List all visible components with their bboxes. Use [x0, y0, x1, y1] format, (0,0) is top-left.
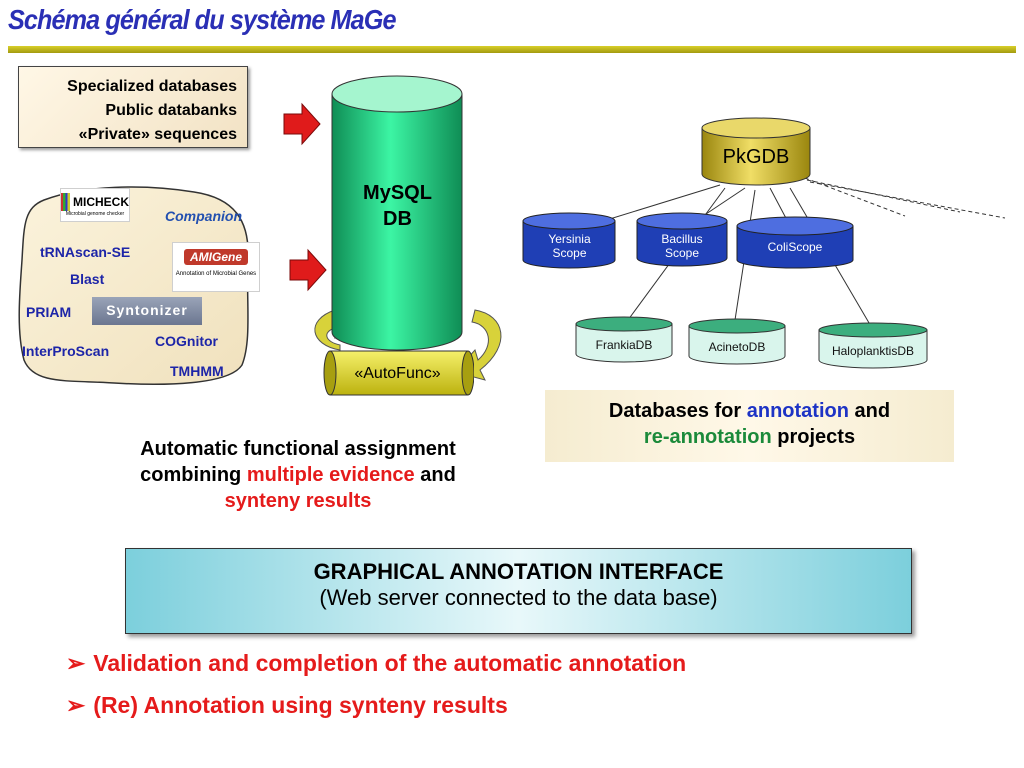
tool-priam: PRIAM: [26, 304, 72, 320]
bullet-validation: ➢Validation and completion of the automa…: [66, 650, 687, 676]
sources-box: Specialized databases Public databanks «…: [18, 66, 248, 148]
link-bacillus: [699, 187, 746, 219]
amigene-logo: AMIGene Annotation of Microbial Genes: [172, 242, 260, 292]
page-title: Schéma général du système MaGe: [8, 4, 396, 35]
yersinia-scope-label: Yersinia Scope: [548, 232, 591, 260]
caption-automatic-assignment: Automatic functional assignment combinin…: [140, 438, 456, 512]
link-dashed-1: [804, 177, 906, 217]
interface-title: GRAPHICAL ANNOTATION INTERFACE: [313, 559, 724, 584]
pkgdb-cylinder: [701, 117, 811, 186]
red-arrow-bottom-icon: [289, 248, 327, 292]
micheck-logo: MICHECK Microbial genome checker: [60, 188, 130, 222]
source-specialized-databases: Specialized databases: [67, 78, 237, 95]
link-yersinia: [599, 184, 721, 223]
yersinia-scope-cylinder: [522, 212, 616, 269]
source-public-databanks: Public databanks: [105, 102, 237, 119]
title-underline: [8, 46, 1016, 53]
bullet-reannotation: ➢(Re) Annotation using synteny results: [66, 692, 508, 718]
autofunc-label: «AutoFunc»: [354, 365, 441, 382]
coliscope-cylinder: [736, 216, 854, 269]
frankiadb-cylinder: [575, 316, 673, 363]
companion-logo: Companion: [165, 208, 242, 224]
tool-blast: Blast: [70, 271, 105, 287]
haloplanktisdb-label: HaloplanktisDB: [831, 344, 915, 358]
bacillus-scope-label: Bacillus Scope: [661, 232, 703, 260]
frankiadb-label: FrankiaDB: [595, 338, 653, 352]
tool-interproscan: InterProScan: [22, 343, 110, 359]
haloplanktisdb-cylinder: [818, 322, 928, 369]
mysql-db-label: MySQL DB: [363, 182, 432, 230]
tool-tmhmm: TMHMM: [170, 363, 224, 379]
tools-cloud: [18, 186, 249, 386]
pkgdb-label: PkGDB: [722, 146, 790, 168]
graphical-annotation-interface-box: GRAPHICAL ANNOTATION INTERFACE (Web serv…: [125, 548, 912, 634]
micheck-icon: [61, 193, 70, 211]
mysql-db-cylinder: [331, 75, 463, 351]
interface-subtitle: (Web server connected to the data base): [319, 585, 718, 610]
autofunc-scroll: [323, 350, 474, 396]
syntonizer-logo: Syntonizer: [92, 297, 202, 325]
source-private-sequences: «Private» sequences: [78, 126, 237, 143]
link-coliscope: [769, 187, 789, 223]
bacillus-scope-cylinder: [636, 212, 728, 267]
bullet-arrow-icon: ➢: [66, 692, 86, 718]
tool-cognitor: COGnitor: [155, 333, 218, 349]
tool-trnascan: tRNAscan-SE: [40, 244, 131, 260]
coliscope-label: ColiScope: [767, 240, 823, 254]
link-dashed-3: [809, 181, 1006, 219]
acinetodb-cylinder: [688, 318, 786, 365]
caption-databases-annotation: Databases for annotation and re-annotati…: [545, 390, 954, 462]
bullet-arrow-icon: ➢: [66, 650, 86, 676]
acinetodb-label: AcinetoDB: [708, 340, 766, 354]
red-arrow-top-icon: [283, 102, 321, 146]
link-dashed-2: [806, 179, 961, 213]
